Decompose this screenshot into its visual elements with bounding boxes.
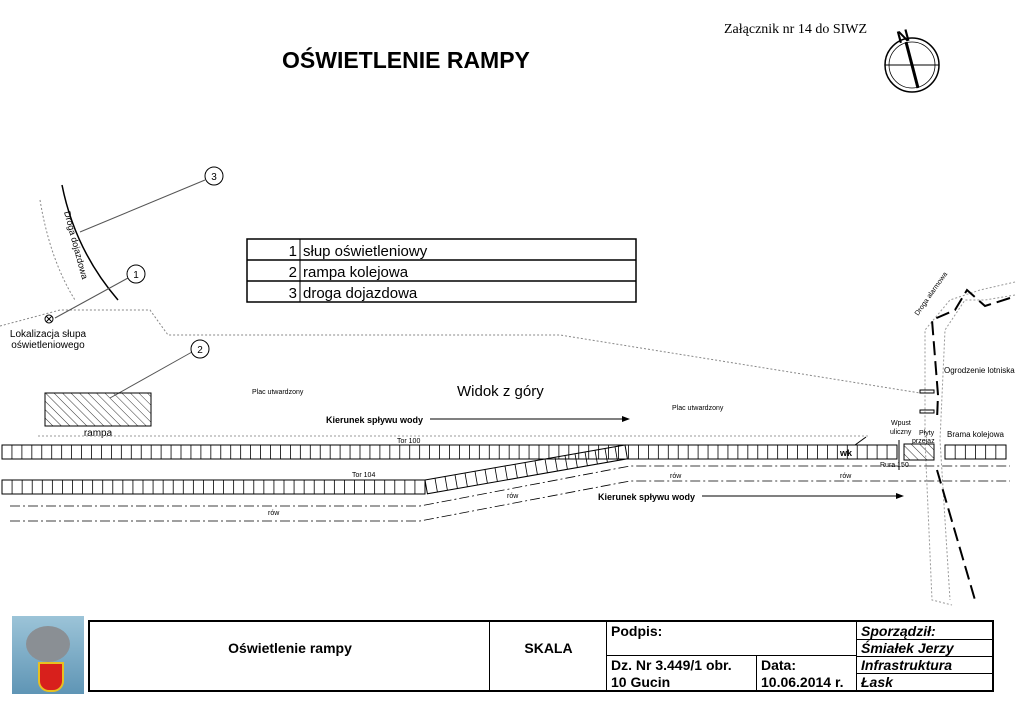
legend-num: 2	[289, 264, 297, 281]
ditch-label: rów	[507, 493, 519, 500]
inlet-label: uliczny	[890, 429, 912, 436]
pipe-label: Rura 150	[880, 462, 909, 469]
attachment-label: Załącznik nr 14 do SIWZ	[724, 22, 867, 37]
legend-table: 1 słup oświetleniowy 2 rampa kolejowa 3 …	[246, 238, 637, 303]
track-sleeper	[554, 457, 558, 472]
emblem-logo	[12, 616, 84, 694]
track-sleeper	[594, 450, 598, 465]
legend-num: 3	[289, 285, 297, 302]
track-sleeper	[444, 476, 448, 491]
paved-area-label: Plac utwardzony	[672, 405, 724, 412]
track-sleeper	[464, 472, 468, 487]
track-sleeper	[514, 464, 518, 479]
callout-2: 2	[190, 339, 210, 359]
paved-area-label: Plac utwardzony	[252, 389, 304, 396]
track-sleeper	[614, 446, 618, 461]
plot-number: Dz. Nr 3.449/1 obr.	[611, 657, 732, 673]
access-road: Droga dojazdowa	[0, 184, 921, 394]
callout-1: 1	[126, 264, 146, 284]
ditch-label: rów	[840, 473, 852, 480]
unit-location: Łask	[861, 674, 893, 690]
north-label: N	[895, 26, 912, 48]
ditches	[10, 465, 1010, 522]
signature-label: Podpis:	[611, 623, 663, 639]
road-label: Droga dojazdowa	[62, 210, 90, 280]
svg-text:1: 1	[133, 270, 139, 281]
ditch-label: rów	[670, 473, 682, 480]
callout-3: 3	[204, 166, 224, 186]
legend-label: droga dojazdowa	[303, 285, 418, 302]
plot-area: 10 Gucin	[611, 674, 671, 690]
flow-direction-2: Kierunek spływu wody	[598, 492, 904, 502]
wk-label: wk	[839, 448, 853, 458]
track-sleeper	[504, 465, 508, 480]
prepared-by: Śmiałek Jerzy	[861, 640, 954, 656]
north-arrow-icon: N	[884, 26, 940, 93]
track-sleeper	[474, 471, 478, 486]
wk-arrow	[854, 436, 867, 446]
prepared-label: Sporządził:	[861, 623, 936, 639]
unit-name: Infrastruktura	[861, 657, 953, 673]
track-sleeper	[544, 458, 548, 473]
scale-label: SKALA	[524, 640, 573, 656]
gate-label: Brama kolejowa	[947, 430, 1004, 439]
track-sleeper	[574, 453, 578, 468]
inlet-label: Wpust	[891, 420, 911, 427]
track-sleeper	[534, 460, 538, 475]
svg-text:Kierunek spływu wody: Kierunek spływu wody	[326, 415, 423, 425]
track-sleeper	[454, 474, 458, 489]
legend-num: 1	[289, 243, 297, 260]
svg-text:3: 3	[211, 172, 217, 183]
track-104-label: Tor 104	[352, 472, 375, 479]
lamp-location-label: oświetleniowego	[11, 340, 85, 351]
page-title: OŚWIETLENIE RAMPY	[282, 46, 530, 73]
lamp-post-icon	[44, 314, 54, 324]
ramp-label: rampa	[84, 428, 113, 439]
title-block: Oświetlenie rampy SKALA Podpis: Dz. Nr 3…	[88, 620, 994, 692]
plates-label: Płyty	[919, 430, 935, 437]
track-sleeper	[434, 478, 438, 493]
legend-label: słup oświetleniowy	[303, 243, 428, 260]
date-label: Data:	[761, 657, 797, 673]
callout-lines	[54, 179, 206, 399]
fence-and-gate	[898, 281, 1016, 606]
alarm-road-label: Droga alarmowa	[914, 271, 949, 317]
fence-label: Ogrodzenie lotniska	[944, 366, 1015, 375]
track-sleeper	[494, 467, 498, 482]
view-label: Widok z góry	[457, 383, 544, 400]
track-sleeper	[604, 448, 608, 463]
lamp-location-label: Lokalizacja słupa	[10, 329, 87, 340]
track-100-label: Tor 100	[397, 438, 420, 445]
track-rail	[424, 444, 628, 495]
track-sleeper	[584, 451, 588, 466]
track-sleeper	[484, 469, 488, 484]
ramp-shape	[44, 392, 152, 427]
track-sleeper	[524, 462, 528, 477]
drawing-name: Oświetlenie rampy	[228, 640, 352, 656]
ditch-label: rów	[268, 510, 280, 517]
track-sleeper	[564, 455, 568, 470]
svg-text:Kierunek spływu wody: Kierunek spływu wody	[598, 492, 695, 502]
flow-direction-1: Kierunek spływu wody	[326, 415, 630, 425]
svg-text:2: 2	[197, 345, 203, 356]
railway-tracks	[1, 444, 1007, 495]
plates-label: przejaz	[912, 438, 935, 445]
legend-label: rampa kolejowa	[303, 264, 409, 281]
date-value: 10.06.2014 r.	[761, 674, 844, 690]
